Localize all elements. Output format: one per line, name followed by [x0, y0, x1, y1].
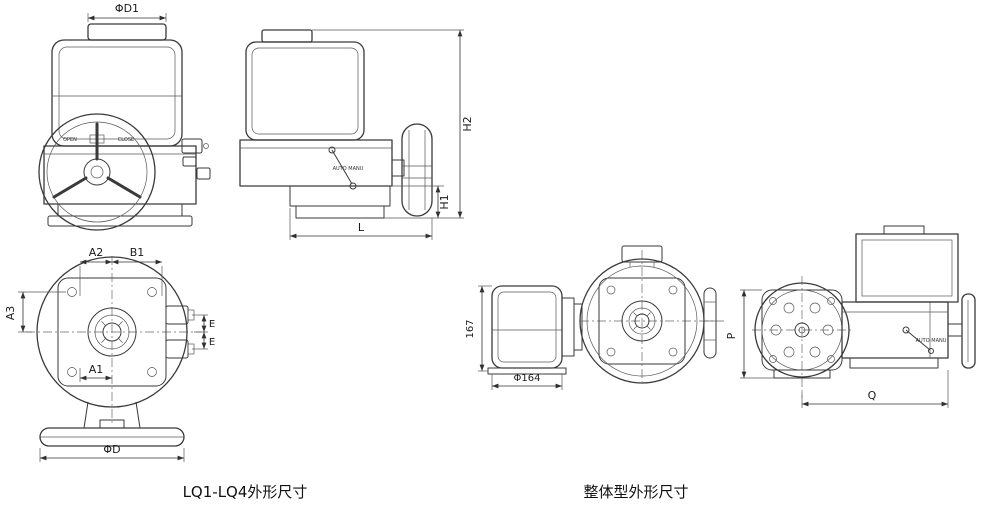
dim-label-167: 167: [465, 319, 476, 338]
integral-assembled-view: P: [725, 225, 976, 408]
gear-body: [43, 145, 197, 205]
assembled-handwheel-side: [947, 293, 976, 369]
output-flange: [289, 185, 391, 207]
dim-a3: A3: [4, 291, 66, 333]
dim-e: E E: [192, 314, 215, 350]
assembled-top-cap: [883, 225, 925, 235]
dim-label-phi-d1: ΦD1: [115, 2, 139, 15]
dim-q: Q: [801, 370, 949, 408]
integral-mounting-square: [598, 277, 686, 365]
dim-p: P: [725, 289, 774, 379]
dim-label-a2: A2: [89, 246, 104, 259]
assembled-declutch-lever: AUTO MANU: [902, 326, 947, 354]
integral-housing: [491, 285, 563, 369]
mounting-square: [57, 277, 167, 387]
integral-flange-view: [579, 245, 724, 384]
dim-a2-b1: A2 B1: [79, 246, 163, 296]
dim-label-b1: B1: [130, 246, 145, 259]
integral-side-wheel: [703, 287, 717, 359]
dim-phi-d1: ΦD1: [87, 2, 167, 22]
dim-label-q: Q: [868, 389, 877, 402]
assembled-control-box: [855, 233, 959, 303]
dim-a1: A1: [79, 363, 112, 382]
declutch-lever: AUTO MANU: [328, 146, 364, 190]
integral-side-box: 167 Φ164: [465, 285, 583, 390]
handwheel-front: [38, 113, 156, 231]
dim-label-a3: A3: [4, 306, 17, 321]
integral-top-box: [621, 245, 663, 263]
assembled-bottom-flange: [773, 369, 831, 379]
dim-label-phi-164: Φ164: [514, 373, 541, 384]
bottom-handwheel: [39, 401, 185, 447]
motor-housing-side: [245, 41, 365, 141]
dim-label-p: P: [725, 332, 738, 339]
dim-167: 167: [465, 285, 492, 372]
dim-label-phi-d: ΦD: [103, 443, 120, 456]
assembled-body-circle: [754, 282, 850, 378]
handwheel-rim: [38, 113, 156, 231]
dim-phi-d: ΦD: [39, 443, 185, 462]
top-cap-side: [261, 29, 313, 43]
close-label: CLOSE: [118, 137, 134, 143]
dim-label-e-lower: E: [209, 337, 215, 348]
dim-label-l: L: [358, 221, 365, 234]
dim-label-h1: H1: [438, 194, 451, 209]
output-hub: [87, 307, 137, 357]
dim-h2: H2: [312, 29, 474, 219]
handwheel-side: [391, 123, 433, 217]
bolt-circle: [770, 302, 834, 358]
dim-label-e-upper: E: [209, 319, 215, 330]
motor-housing: [51, 39, 183, 147]
caption-integral: 整体型外形尺寸: [583, 483, 688, 501]
auto-manu-label: AUTO MANU: [333, 166, 364, 172]
base-flange: [57, 203, 183, 217]
body-circle: [36, 256, 188, 408]
handwheel-hub: [83, 158, 111, 186]
dim-l: L: [289, 208, 433, 240]
dim-label-h2: H2: [461, 116, 474, 131]
mounting-base: [295, 205, 385, 219]
top-cap: [87, 23, 167, 41]
gear-body-side: [239, 139, 393, 187]
lq-front-view: ΦD1 OPEN CLOSE: [38, 2, 211, 231]
dim-label-a1: A1: [89, 363, 104, 376]
open-label: OPEN: [63, 137, 77, 143]
lq-flange-view: E E A2 B1 A3 A1: [4, 246, 215, 462]
dim-phi-164: Φ164: [491, 373, 563, 390]
caption-lq: LQ1-LQ4外形尺寸: [183, 483, 308, 501]
integral-hub: [621, 300, 663, 342]
assembled-gear-housing: [841, 301, 949, 359]
terminal-boxes: [181, 138, 211, 180]
assembled-auto-manu-label: AUTO MANU: [916, 338, 947, 344]
dim-h1: H1: [390, 185, 451, 218]
lq-side-view: AUTO MANU H2 H1 L: [239, 29, 474, 240]
